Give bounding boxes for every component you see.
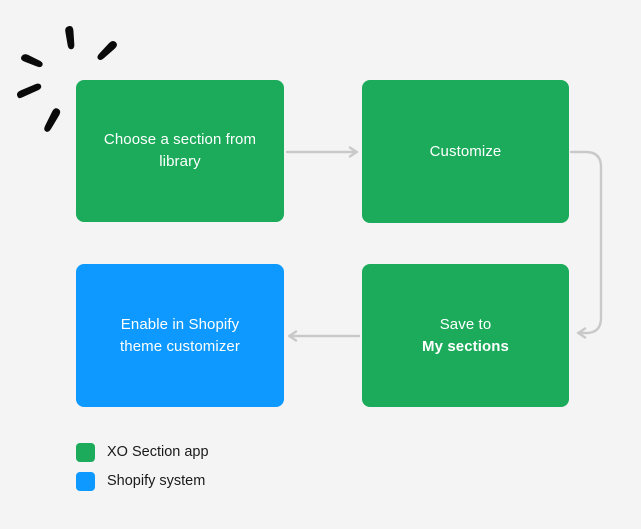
legend: XO Section app Shopify system <box>76 443 209 491</box>
legend-swatch-blue <box>76 472 95 491</box>
sparkle-burst-icon <box>16 26 117 132</box>
flow-node-choose-a-section[interactable]: Choose a section from library <box>76 80 284 222</box>
legend-swatch-green <box>76 443 95 462</box>
legend-item-shopify-system: Shopify system <box>76 472 209 491</box>
flow-node-line-1: Enable in Shopify <box>120 315 240 333</box>
flow-node-line-1: Customize <box>429 142 502 160</box>
legend-item-xo-section-app: XO Section app <box>76 443 209 462</box>
flow-node-label: Save to My sections <box>422 314 509 358</box>
flow-node-line-2: library <box>159 153 201 170</box>
flow-node-enable-in-shopify[interactable]: Enable in Shopify theme customizer <box>76 264 284 407</box>
legend-label: XO Section app <box>107 444 209 460</box>
legend-label: Shopify system <box>107 473 206 489</box>
flow-node-customize[interactable]: Customize <box>362 80 569 223</box>
flow-node-label: Customize <box>430 141 502 163</box>
flow-node-label: Choose a section from library <box>104 129 256 173</box>
flow-node-line-1: Choose a section from <box>103 131 257 149</box>
flow-node-line-2: My sections <box>422 337 509 355</box>
flow-node-line-2: theme customizer <box>120 337 240 355</box>
flow-node-line-1: Save to <box>439 315 492 333</box>
flow-node-save-to-my-sections[interactable]: Save to My sections <box>362 264 569 407</box>
edge-customize-to-save <box>569 150 603 339</box>
flow-node-label: Enable in Shopify theme customizer <box>120 314 240 358</box>
